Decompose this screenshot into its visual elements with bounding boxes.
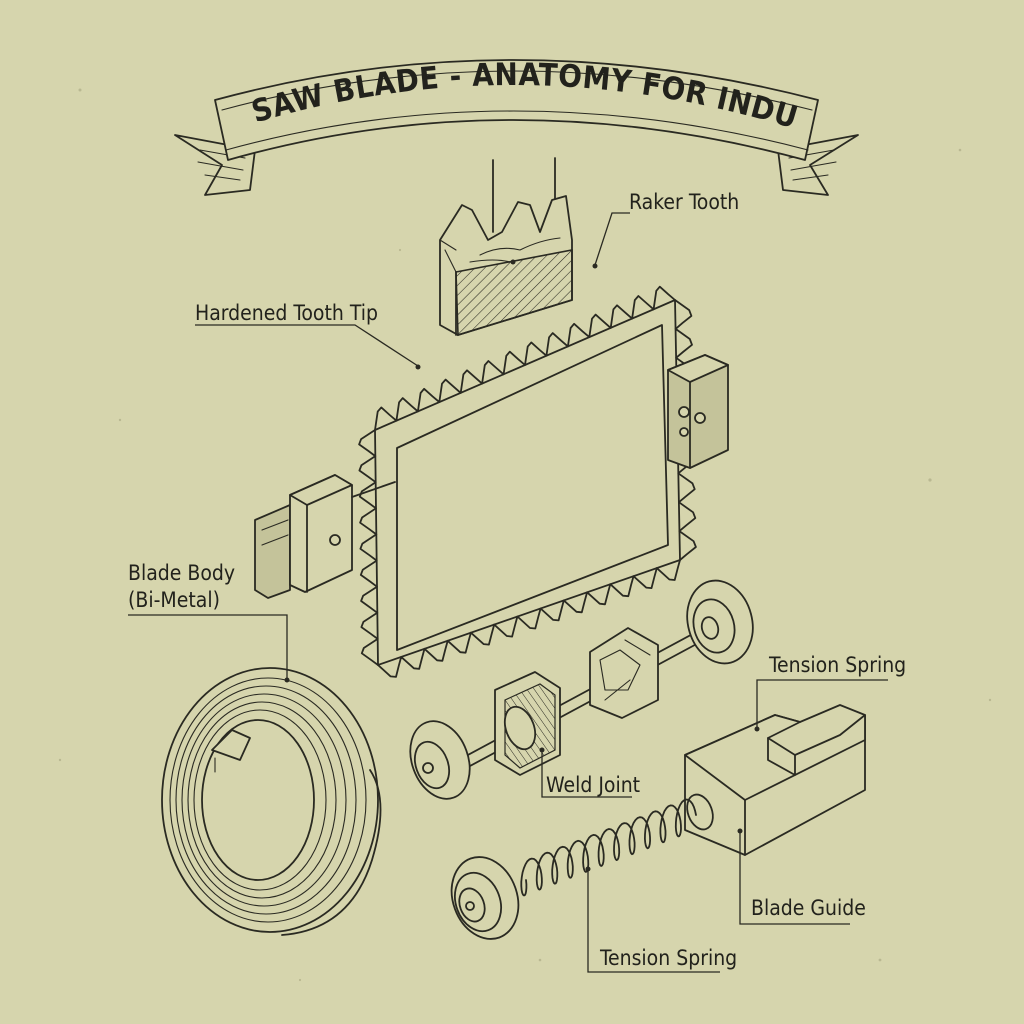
raker-tooth-block [439, 157, 573, 337]
label-blade-body: Blade Body [128, 561, 235, 585]
label-hardened-tooth-tip: Hardened Tooth Tip [195, 301, 378, 325]
right-clamp [667, 354, 729, 469]
leader-lines [128, 212, 888, 973]
label-blade-guide: Blade Guide [751, 896, 866, 920]
blade-guide-block [684, 704, 866, 856]
blade-coil [161, 667, 382, 936]
label-blade-body-material: (Bi-Metal) [128, 588, 220, 612]
title-ribbon [174, 59, 859, 196]
label-raker-tooth: Raker Tooth [629, 190, 739, 214]
label-weld-joint: Weld Joint [546, 773, 640, 797]
left-clamp [254, 474, 396, 599]
blade-frame [358, 285, 697, 678]
label-tension-spring-top: Tension Spring [768, 653, 906, 677]
paper-texture [58, 88, 992, 982]
tension-spring-assembly [450, 798, 697, 940]
label-tension-spring-bottom: Tension Spring [599, 946, 737, 970]
